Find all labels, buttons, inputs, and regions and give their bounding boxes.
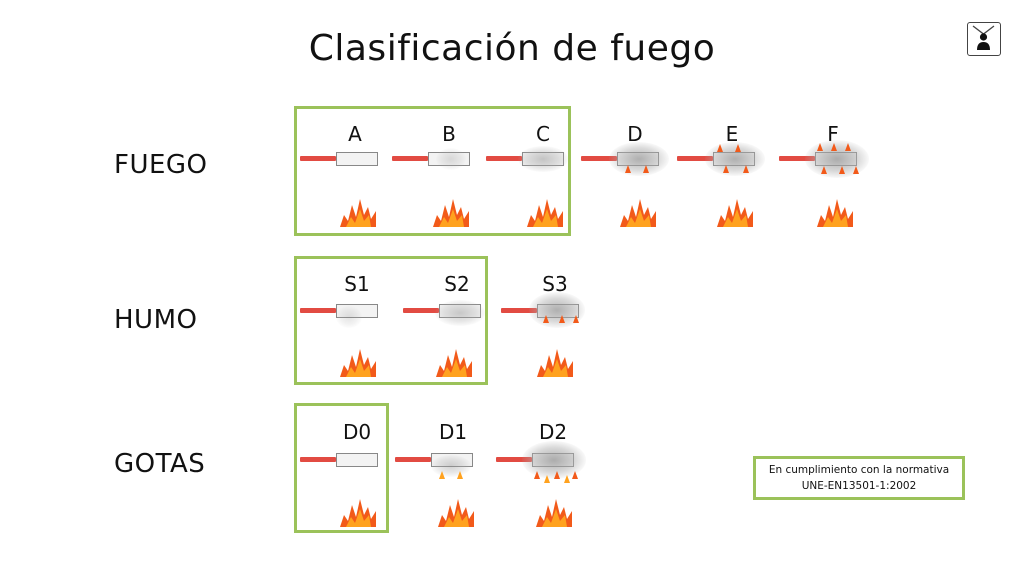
smoke-puff [805,140,869,178]
flame-spark [845,143,851,151]
smoke-puff [436,148,466,170]
flame-icon [537,349,573,377]
specimen-rod [486,156,522,161]
specimen-rod [300,156,336,161]
specimen-block [336,152,378,166]
specimen-d1 [395,447,485,479]
flame-spark [717,144,723,152]
flame-icon [536,499,572,527]
flame-icon [620,199,656,227]
compliance-note: En cumplimiento con la normativa UNE-EN1… [753,456,965,500]
specimen-rod [300,308,336,313]
class-label-d: D [627,122,643,146]
specimen-s1 [300,298,390,328]
drip-icon [564,475,570,483]
flame-icon [433,199,469,227]
flame-spark [743,165,749,173]
fuego-compliant-box [294,106,571,236]
specimen-rod [677,156,713,161]
flame-icon [817,199,853,227]
drip-icon [544,475,550,483]
specimen-e [677,142,767,176]
flame-icon [438,499,474,527]
class-label-d2: D2 [538,420,568,444]
specimen-rod [392,156,428,161]
smoke-puff [435,300,485,326]
specimen-d [581,142,671,176]
specimen-block [428,152,470,166]
specimen-d0 [300,447,390,473]
person-badge-icon [967,22,1001,56]
specimen-rod [779,156,815,161]
drip-icon [457,471,463,479]
smoke-puff [431,455,471,477]
flame-icon [717,199,753,227]
specimen-s3 [501,292,591,328]
specimen-block [439,304,481,318]
page-title: Clasificación de fuego [308,28,716,69]
row-label-fuego: FUEGO [114,150,208,180]
class-label-e: E [725,122,739,146]
flame-spark [573,315,579,323]
class-label-s1: S1 [344,272,370,296]
flame-icon [340,199,376,227]
drip-icon [572,471,578,479]
flame-spark [735,144,741,152]
class-label-s2: S2 [444,272,470,296]
flame-spark [625,165,631,173]
flame-icon [340,499,376,527]
smoke-puff [705,142,765,176]
flame-icon [527,199,563,227]
specimen-b [392,146,482,172]
flame-spark [559,315,565,323]
specimen-rod [403,308,439,313]
specimen-s2 [403,298,493,326]
class-label-c: C [536,122,550,146]
specimen-a [300,146,390,172]
flame-spark [723,165,729,173]
specimen-rod [501,308,537,313]
flame-spark [543,315,549,323]
drip-icon [534,471,540,479]
flame-spark [643,165,649,173]
flame-spark [853,166,859,174]
class-label-d0: D0 [342,420,372,444]
compliance-note-line1: En cumplimiento con la normativa [768,464,950,476]
class-label-a: A [348,122,362,146]
flame-spark [839,166,845,174]
drip-icon [439,471,445,479]
flame-spark [821,166,827,174]
specimen-rod [300,457,336,462]
specimen-rod [395,457,431,462]
smoke-puff [518,146,568,172]
row-label-gotas: GOTAS [114,449,206,479]
specimen-block [431,453,473,467]
specimen-c [486,146,576,172]
specimen-d2 [496,441,586,483]
humo-compliant-box [294,256,488,385]
gotas-compliant-box [294,403,389,533]
smoke-puff [609,142,669,176]
class-label-d1: D1 [438,420,468,444]
specimen-block [336,453,378,467]
specimen-block [336,304,378,318]
specimen-rod [496,457,532,462]
flame-spark [831,143,837,151]
flame-icon [436,349,472,377]
class-label-f: F [827,122,839,146]
flame-spark [817,143,823,151]
row-label-humo: HUMO [114,305,198,335]
specimen-f [779,140,869,178]
specimen-rod [581,156,617,161]
flame-icon [340,349,376,377]
smoke-puff [336,306,362,328]
class-label-b: B [442,122,456,146]
drip-icon [554,471,560,479]
compliance-note-line2: UNE-EN13501-1:2002 [801,480,917,492]
